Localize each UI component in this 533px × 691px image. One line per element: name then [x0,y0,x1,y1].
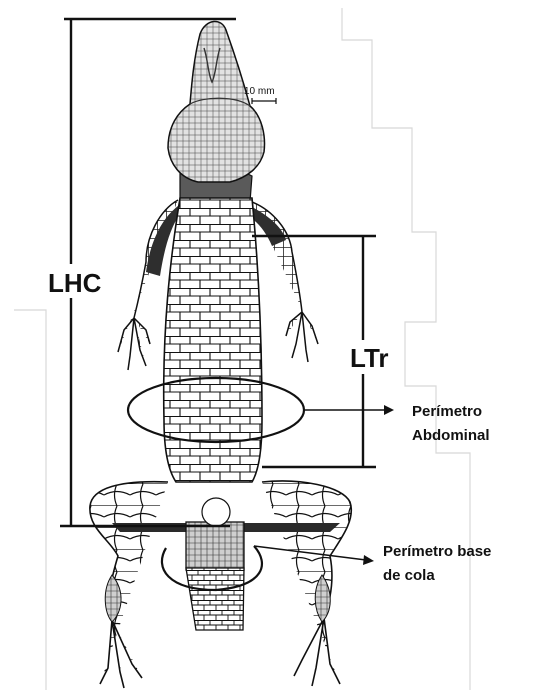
lhc-label: LHC [48,268,102,298]
abdominal-perimeter-label-line1: Perímetro [412,403,482,420]
left-hind-leg [90,482,168,688]
scale-bar-label: 10 mm [244,86,275,97]
tail-base-arrow-head [363,555,374,565]
tail-base-perimeter-label-line2: de cola [383,567,435,584]
right-hind-leg [262,481,351,686]
lizard-illustration [90,21,351,688]
ltr-label: LTr [350,343,389,373]
abdominal-perimeter-label-line2: Abdominal [412,427,490,444]
head [168,21,264,182]
tail [186,568,244,630]
tail-base [186,522,244,570]
vent [202,498,230,526]
abdominal-arrow-head [384,405,394,415]
tail-base-perimeter-label-line1: Perímetro base [383,543,491,560]
